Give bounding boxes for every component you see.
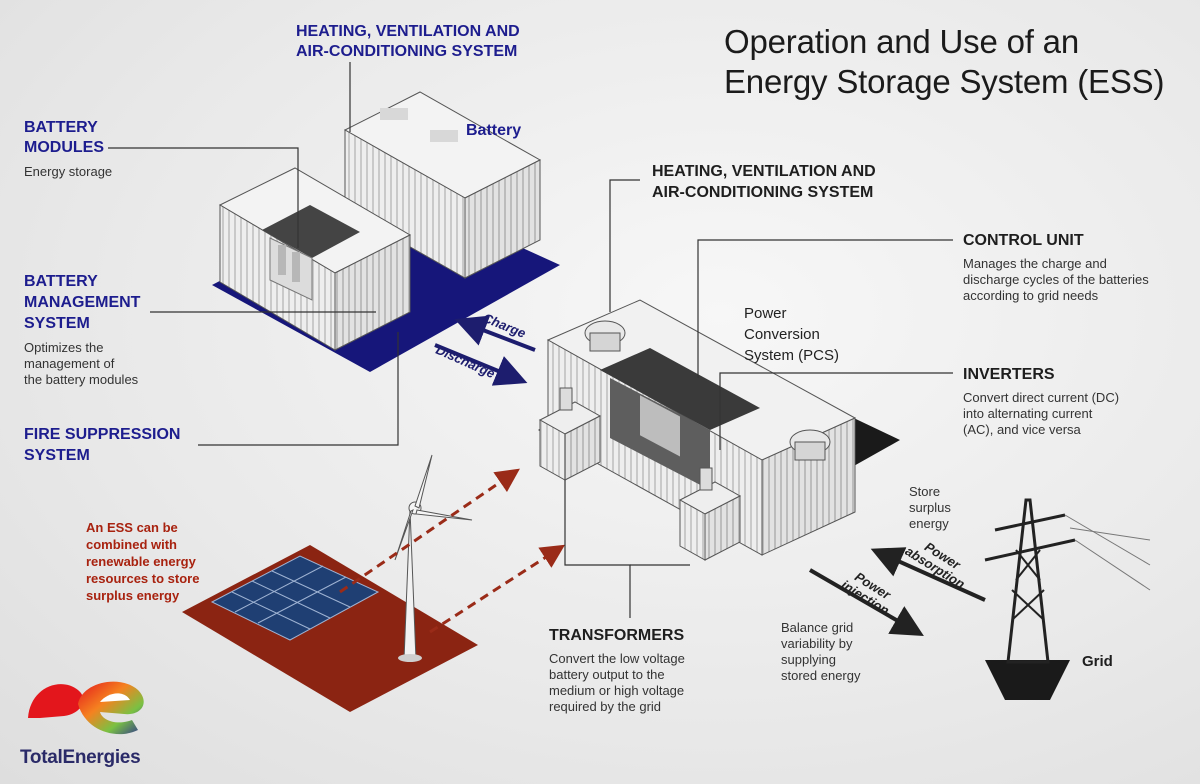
bms-line-3: SYSTEM [24, 313, 140, 334]
logo-mark-icon [20, 670, 160, 740]
bms-desc-line-2: management of [24, 356, 138, 372]
grid-label: Grid [1082, 651, 1113, 672]
renewables-note: An ESS can be combined with renewable en… [86, 519, 199, 604]
renewable-flow-arrow-1 [340, 472, 515, 592]
hvac-mid-line-1: HEATING, VENTILATION AND [652, 161, 876, 182]
bms-label: BATTERY MANAGEMENT SYSTEM [24, 271, 140, 334]
renew-line-2: combined with [86, 536, 199, 553]
battery-modules-desc: Energy storage [24, 164, 112, 180]
renewable-flow-arrow-2 [430, 548, 560, 632]
store-surplus-label: Store surplus energy [909, 484, 951, 532]
store-line-1: Store [909, 484, 951, 500]
control-unit-label: CONTROL UNIT [963, 230, 1084, 251]
control-desc-line-3: according to grid needs [963, 288, 1149, 304]
balance-line-2: variability by [781, 636, 861, 652]
pcs-line-2: Conversion [744, 324, 839, 345]
transformers-desc: Convert the low voltage battery output t… [549, 651, 685, 715]
bms-desc-line-1: Optimizes the [24, 340, 138, 356]
control-unit-desc: Manages the charge and discharge cycles … [963, 256, 1149, 304]
balance-line-3: supplying [781, 652, 861, 668]
inverters-desc-line-3: (AC), and vice versa [963, 422, 1119, 438]
pcs-label: Power Conversion System (PCS) [744, 303, 839, 366]
balance-line-1: Balance grid [781, 620, 861, 636]
bms-line-1: BATTERY [24, 271, 140, 292]
battery-modules-line-1: BATTERY [24, 118, 104, 138]
battery-label: Battery [466, 121, 521, 141]
inverters-label: INVERTERS [963, 364, 1055, 385]
bms-desc-line-3: the battery modules [24, 372, 138, 388]
inverters-desc: Convert direct current (DC) into alterna… [963, 390, 1119, 438]
pcs-line-1: Power [744, 303, 839, 324]
transformers-desc-line-1: Convert the low voltage [549, 651, 685, 667]
hvac-top-line-1: HEATING, VENTILATION AND [296, 22, 520, 42]
fire-line-2: SYSTEM [24, 445, 180, 466]
renew-line-3: renewable energy [86, 553, 199, 570]
fire-line-1: FIRE SUPPRESSION [24, 424, 180, 445]
battery-modules-label: BATTERY MODULES [24, 118, 104, 158]
bms-desc: Optimizes the management of the battery … [24, 340, 138, 388]
balance-line-4: stored energy [781, 668, 861, 684]
pcs-line-3: System (PCS) [744, 345, 839, 366]
hvac-mid-label: HEATING, VENTILATION AND AIR-CONDITIONIN… [652, 161, 876, 203]
transformers-desc-line-4: required by the grid [549, 699, 685, 715]
control-desc-line-2: discharge cycles of the batteries [963, 272, 1149, 288]
store-line-3: energy [909, 516, 951, 532]
inverters-desc-line-1: Convert direct current (DC) [963, 390, 1119, 406]
fire-suppression-label: FIRE SUPPRESSION SYSTEM [24, 424, 180, 466]
control-desc-line-1: Manages the charge and [963, 256, 1149, 272]
diagram-title: Operation and Use of an Energy Storage S… [724, 22, 1164, 102]
logo-wordmark: TotalEnergies [20, 747, 160, 769]
battery-modules-line-2: MODULES [24, 138, 104, 158]
grid-pylon [985, 500, 1150, 700]
hvac-mid-line-2: AIR-CONDITIONING SYSTEM [652, 182, 876, 203]
transformers-desc-line-2: battery output to the [549, 667, 685, 683]
bms-line-2: MANAGEMENT [24, 292, 140, 313]
balance-grid-label: Balance grid variability by supplying st… [781, 620, 861, 684]
inverters-desc-line-2: into alternating current [963, 406, 1119, 422]
store-line-2: surplus [909, 500, 951, 516]
renew-line-4: resources to store [86, 570, 199, 587]
renew-line-1: An ESS can be [86, 519, 199, 536]
transformers-desc-line-3: medium or high voltage [549, 683, 685, 699]
transformers-label: TRANSFORMERS [549, 625, 684, 646]
hvac-top-line-2: AIR-CONDITIONING SYSTEM [296, 42, 520, 62]
hvac-top-label: HEATING, VENTILATION AND AIR-CONDITIONIN… [296, 22, 520, 62]
totalenergies-logo[interactable]: TotalEnergies [20, 670, 160, 770]
renew-line-5: surplus energy [86, 587, 199, 604]
